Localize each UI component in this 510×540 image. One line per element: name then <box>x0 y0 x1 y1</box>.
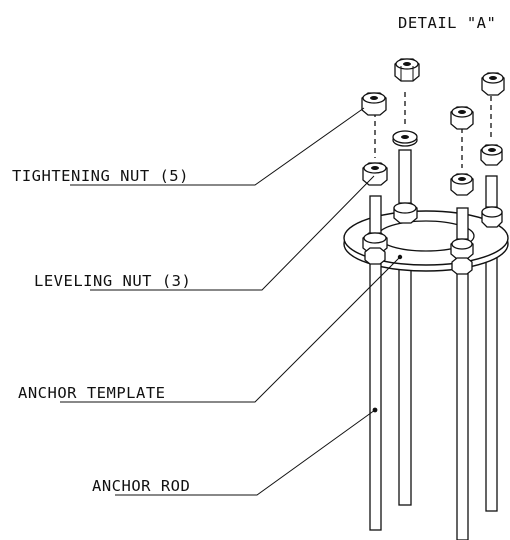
label-anchor-template: ANCHOR TEMPLATE <box>18 384 165 402</box>
leveling-nut-front-left <box>362 232 388 265</box>
leveling-nut-back-right <box>481 206 503 228</box>
tightening-nut-top-2 <box>481 72 505 96</box>
leader-tightening-nut <box>70 107 365 186</box>
rod-front-middle <box>456 128 469 540</box>
washer-front-left <box>362 162 388 186</box>
detail-title: DETAIL "A" <box>398 14 496 32</box>
washer-back-right <box>480 144 503 166</box>
washer-back-left <box>392 130 418 147</box>
leveling-nut-front-middle <box>450 238 474 275</box>
rod-back-left <box>398 92 412 506</box>
label-tightening-nut: TIGHTENING NUT (5) <box>12 167 189 185</box>
label-anchor-rod: ANCHOR ROD <box>92 477 190 495</box>
leveling-nut-back-left <box>393 202 418 224</box>
tightening-nut-top-4 <box>450 106 474 130</box>
leader-anchor-template <box>60 256 401 403</box>
washer-front-middle <box>450 173 474 196</box>
leader-leveling-nut <box>90 175 375 291</box>
leader-anchor-rod <box>115 409 376 496</box>
tightening-nut-top-1 <box>394 58 420 82</box>
rod-back-right <box>485 96 498 512</box>
label-leveling-nut: LEVELING NUT (3) <box>34 272 191 290</box>
tightening-nut-top-3 <box>361 92 387 116</box>
